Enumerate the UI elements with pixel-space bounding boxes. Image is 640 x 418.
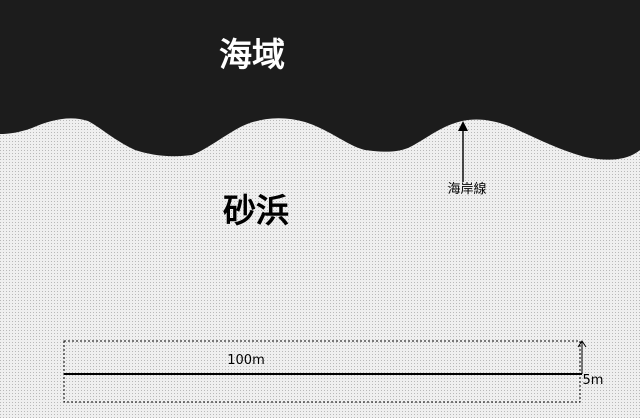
width-bracket-arrow-top <box>577 340 587 348</box>
survey-strip-outline <box>63 340 581 403</box>
width-label: 5m <box>583 373 604 388</box>
sea-area <box>0 0 640 160</box>
sandy-beach-label: 砂浜 <box>223 191 289 230</box>
sea-area-label: 海域 <box>219 35 285 74</box>
length-label: 100m <box>227 353 264 368</box>
shoreline-label: 海岸線 <box>447 181 486 197</box>
shoreline-arrow-head <box>458 121 468 131</box>
